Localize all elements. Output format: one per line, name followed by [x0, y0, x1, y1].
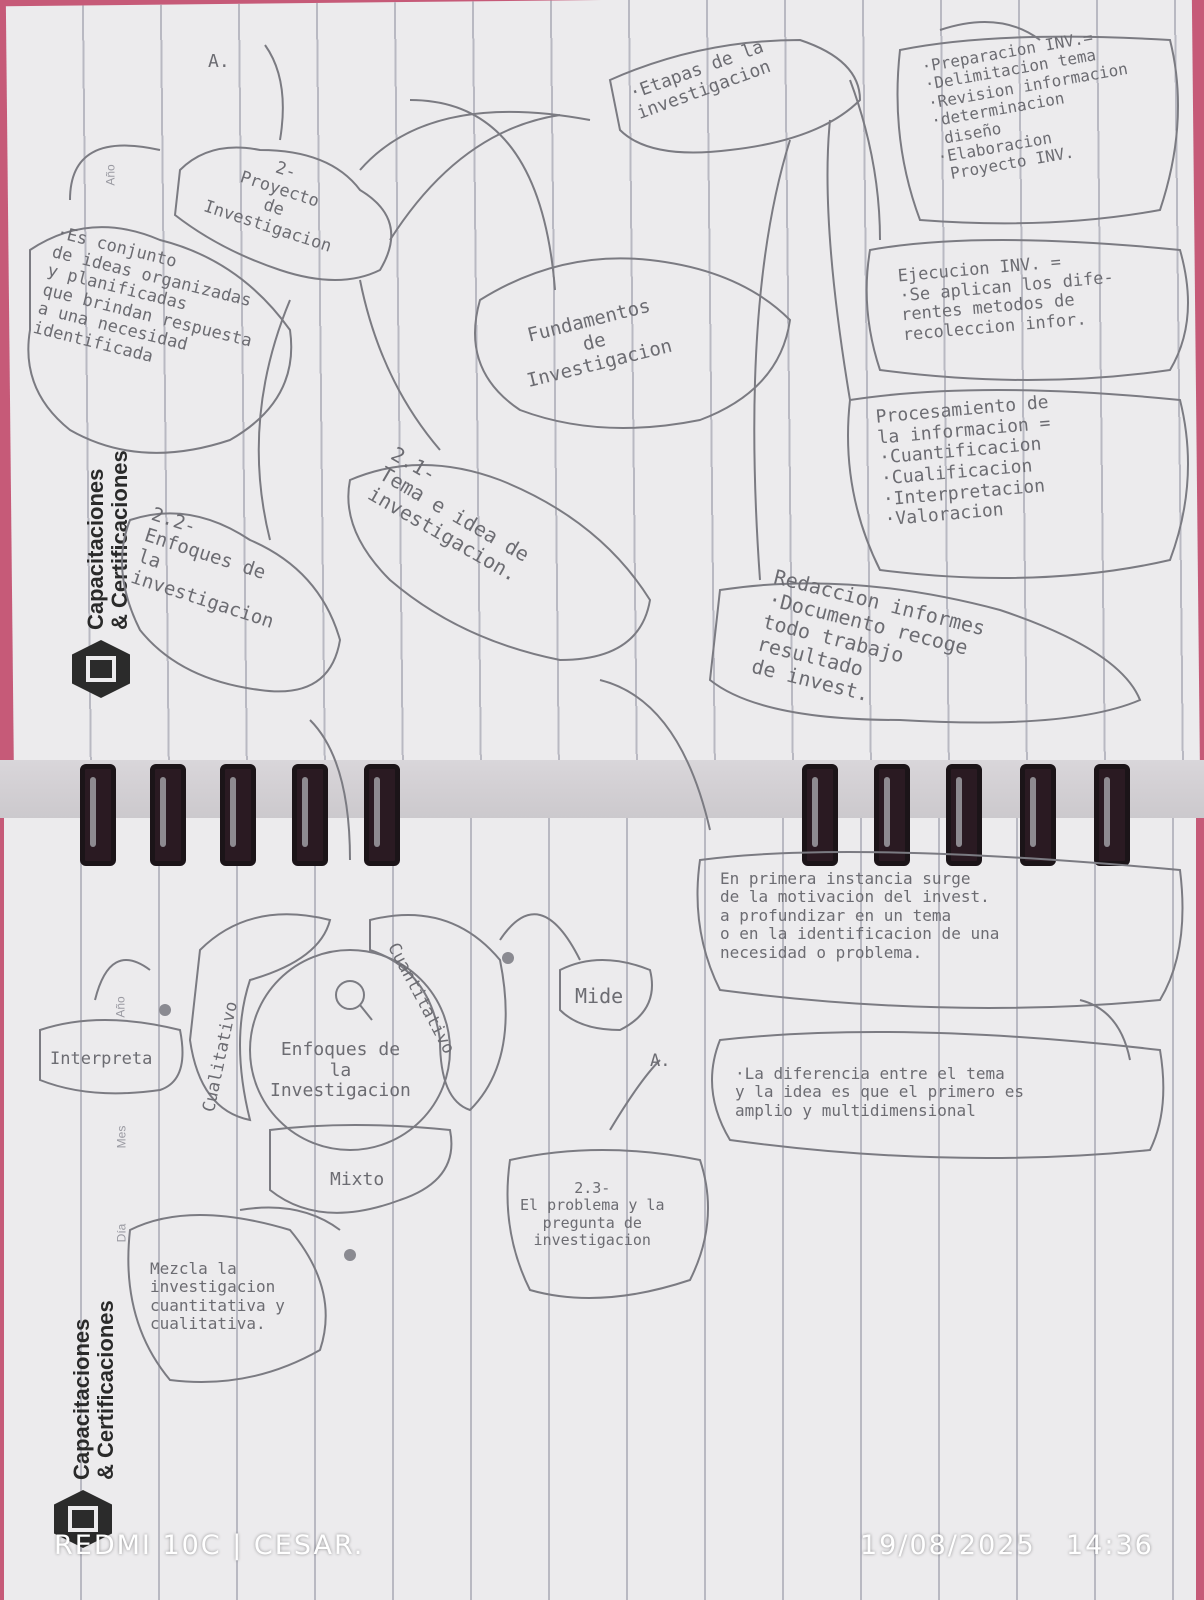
spiral-ring	[802, 764, 838, 866]
a-marker: A.	[208, 51, 230, 72]
spiral-ring	[1020, 764, 1056, 866]
problema-2-3-title: 2.3- El problema y la pregunta de invest…	[520, 1179, 665, 1249]
procesamiento-text: Procesamiento de la informacion = ·Cuant…	[874, 391, 1052, 531]
mezcla-text: Mezcla la investigacion cuantitativa y c…	[150, 1259, 285, 1334]
mixto-label: Mixto	[330, 1169, 385, 1190]
spiral-ring	[80, 764, 116, 866]
year-label: Año	[103, 164, 118, 186]
year-label: Año	[113, 996, 128, 1018]
spiral-ring	[292, 764, 328, 866]
mide-label: Mide	[575, 984, 624, 1008]
primera-instancia-text: En primera instancia surge de la motivac…	[720, 869, 1000, 962]
brand-text-bottom: Capacitaciones& Certificaciones	[69, 1300, 118, 1480]
spiral-ring	[1094, 764, 1130, 866]
spiral-ring	[150, 764, 186, 866]
camera-watermark-date: 19/08/2025	[860, 1530, 1036, 1561]
spiral-ring	[874, 764, 910, 866]
brand-text-top: Capacitaciones& Certificaciones	[83, 450, 132, 630]
spiral-ring	[220, 764, 256, 866]
camera-watermark-device: REDMI 10C | CESAR.	[54, 1530, 365, 1561]
brand-logo-icon	[72, 640, 130, 698]
interpreta-label: Interpreta	[50, 1049, 153, 1069]
month-label: Mes	[114, 1125, 129, 1149]
spiral-ring	[364, 764, 400, 866]
spiral-ring	[946, 764, 982, 866]
day-label: Día	[114, 1223, 129, 1243]
diferencia-text: ·La diferencia entre el tema y la idea e…	[735, 1064, 1024, 1120]
camera-watermark-time: 14:36	[1066, 1530, 1154, 1561]
enfoques-center-title: Enfoques de la Investigacion	[270, 1039, 411, 1102]
a-marker-bottom: A.	[650, 1051, 671, 1071]
